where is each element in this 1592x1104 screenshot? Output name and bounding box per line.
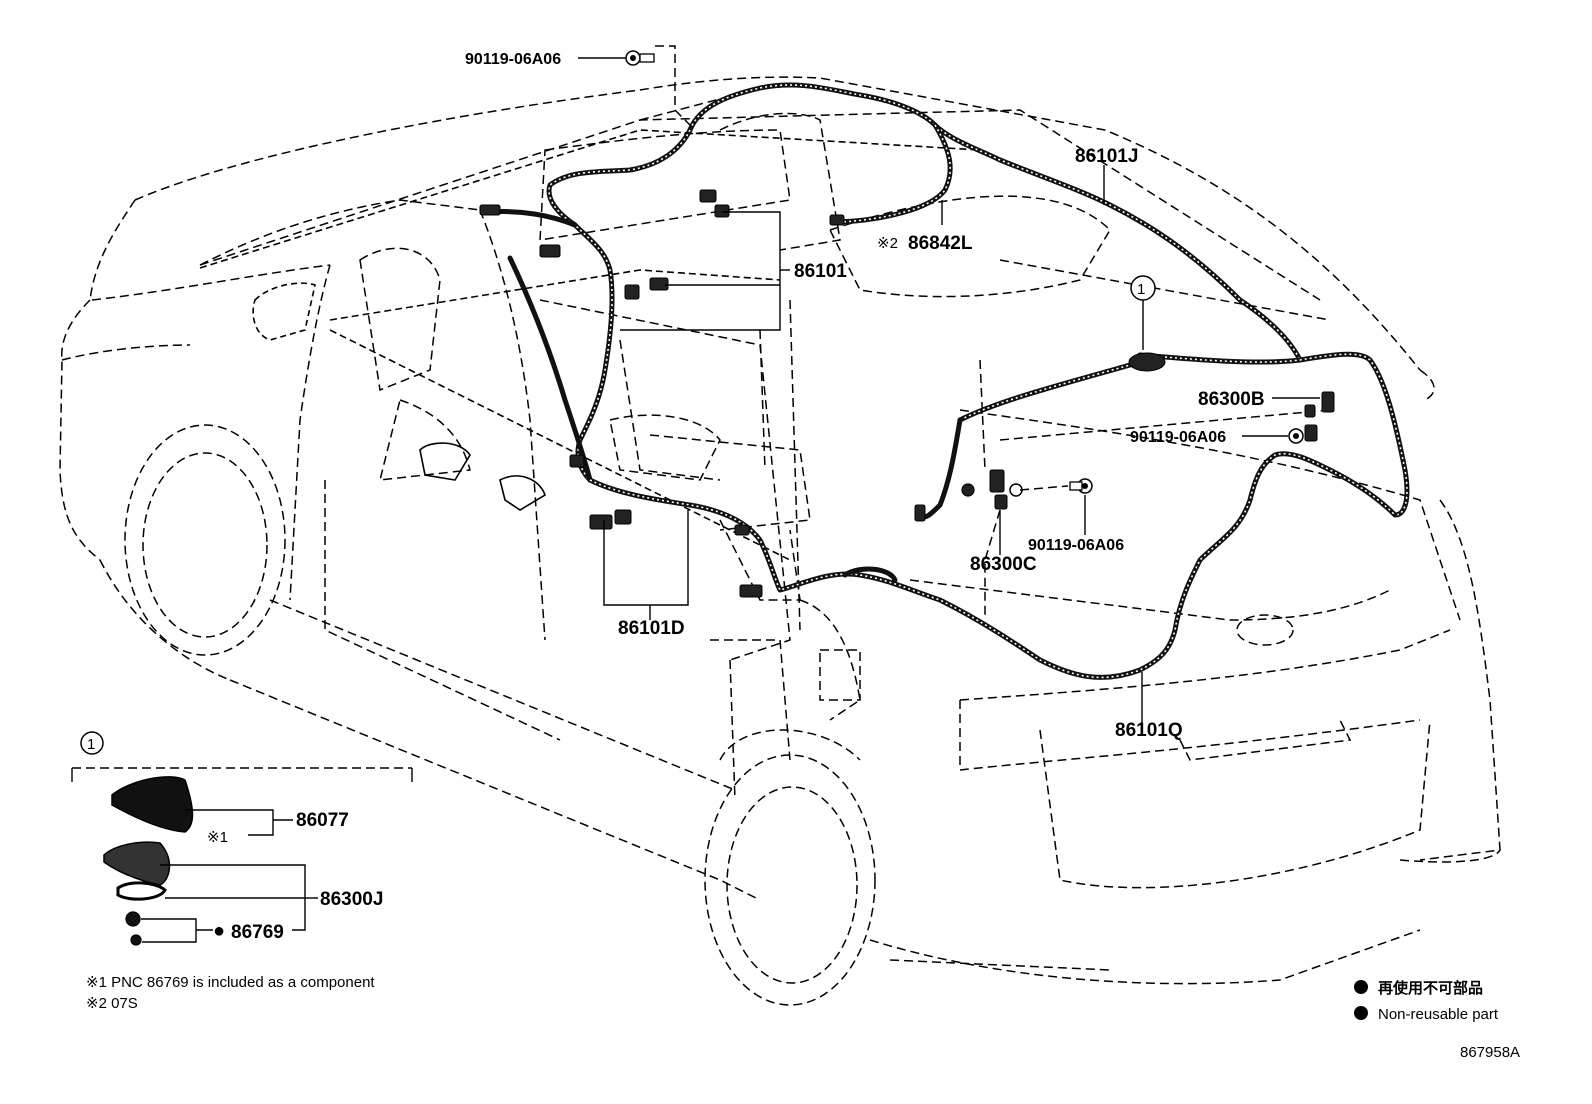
callout-marker-1: 1 <box>1137 281 1145 298</box>
label-86077: 86077 <box>296 810 349 831</box>
connector <box>1321 391 1335 413</box>
connector <box>994 494 1008 510</box>
label-86842L-mark: ※2 <box>877 235 898 252</box>
label-86300J: 86300J <box>320 889 383 910</box>
antenna-cover-shape <box>111 776 194 833</box>
legend-dot-en <box>1354 1006 1368 1020</box>
detail-callout-antenna: 1 ※1 86077 86300J ● 86769 <box>71 731 413 946</box>
label-86300C: 86300C <box>970 554 1037 575</box>
callout-1-circle <box>80 731 104 755</box>
label-86842L: 86842L <box>908 233 973 254</box>
callout-marker-circle <box>1130 275 1156 301</box>
vehicle-body-outline <box>59 76 1501 1006</box>
wire-harness-86101 <box>487 122 953 483</box>
callout-1-number: 1 <box>87 736 95 753</box>
note-1: ※1 PNC 86769 is included as a component <box>86 974 375 991</box>
label-86300B: 86300B <box>1198 389 1265 410</box>
antenna-base-shape <box>103 841 171 886</box>
bolt-90119-mid <box>1069 478 1093 494</box>
connector <box>539 244 561 258</box>
nut-shape <box>125 911 141 927</box>
label-86101D: 86101D <box>618 618 685 639</box>
connector <box>699 189 717 203</box>
connector <box>479 204 501 216</box>
connector <box>649 277 669 291</box>
label-86077-mark: ※1 <box>207 829 228 846</box>
diagram-id: 867958A <box>1460 1044 1520 1061</box>
interior-details <box>199 129 981 561</box>
legend-item-jp: 再使用不可部品 <box>1378 979 1483 997</box>
bolt-90119-right <box>1288 428 1304 444</box>
connector-86300C-mount <box>961 483 1023 497</box>
legend: 再使用不可部品 Non-reusable part <box>1354 979 1499 1023</box>
connector <box>1304 424 1318 442</box>
label-90119-top: 90119-06A06 <box>465 51 561 68</box>
antenna-base <box>1128 352 1166 372</box>
label-86101J: 86101J <box>1075 146 1138 167</box>
connector <box>739 584 763 598</box>
connector <box>829 214 845 226</box>
footnotes: ※1 PNC 86769 is included as a component … <box>86 974 375 1012</box>
label-86101Q: 86101Q <box>1115 720 1183 741</box>
connector <box>914 504 926 522</box>
note-2: ※2 07S <box>86 995 138 1012</box>
connector <box>1304 404 1316 418</box>
label-90119-right: 90119-06A06 <box>1130 429 1226 446</box>
connector <box>989 469 1005 493</box>
label-86769: 86769 <box>231 922 284 943</box>
connector <box>624 284 640 300</box>
connector <box>734 524 750 536</box>
wire-harness-86101Q <box>587 451 1398 680</box>
label-90119-mid: 90119-06A06 <box>1028 537 1124 554</box>
harness-connectors <box>479 189 1335 598</box>
connector <box>569 454 585 468</box>
label-86101: 86101 <box>794 261 847 282</box>
connector <box>589 514 613 530</box>
connector <box>714 204 730 218</box>
connector <box>614 509 632 525</box>
non-reusable-dot: ● <box>213 920 225 942</box>
washer-shape <box>130 934 142 946</box>
part-labels: 90119-06A06 86101J ※2 86842L 86101 86300… <box>465 51 1265 741</box>
bolt-90119-top <box>625 50 655 66</box>
wire-harness-86101J <box>687 82 1410 520</box>
legend-item-en: Non-reusable part <box>1378 1006 1499 1023</box>
leader-lines <box>578 45 1320 725</box>
legend-dot-jp <box>1354 980 1368 994</box>
gasket-shape <box>116 881 167 901</box>
